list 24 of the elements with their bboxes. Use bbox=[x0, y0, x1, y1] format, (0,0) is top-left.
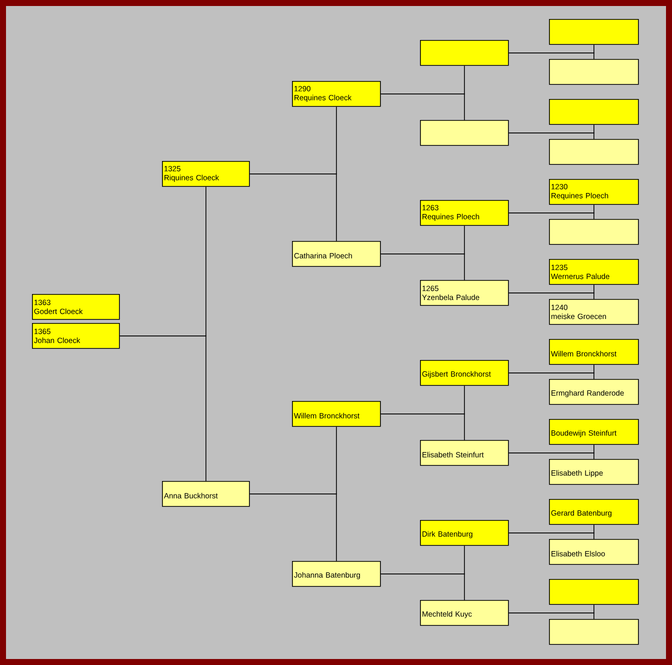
empty-box bbox=[420, 120, 509, 146]
empty-box bbox=[549, 619, 639, 645]
connector-line bbox=[249, 174, 337, 242]
connector-line bbox=[119, 336, 206, 482]
connector-line bbox=[508, 292, 594, 300]
connector-line bbox=[508, 532, 594, 540]
empty-box bbox=[549, 219, 639, 245]
empty-box bbox=[549, 579, 639, 605]
connector-line bbox=[508, 52, 594, 60]
empty-box bbox=[549, 59, 639, 85]
empty-box bbox=[549, 99, 639, 125]
empty-box bbox=[549, 19, 639, 45]
connector-line bbox=[508, 132, 594, 140]
connector-line bbox=[380, 94, 465, 120]
connector-line bbox=[380, 574, 465, 600]
connector-line bbox=[249, 494, 337, 562]
connector-line bbox=[508, 612, 594, 620]
connector-line bbox=[508, 372, 594, 380]
empty-box bbox=[549, 139, 639, 165]
connector-line bbox=[380, 254, 465, 280]
connector-line bbox=[508, 212, 594, 220]
empty-box bbox=[420, 40, 509, 66]
connector-line bbox=[508, 452, 594, 460]
connector-line bbox=[380, 414, 465, 440]
